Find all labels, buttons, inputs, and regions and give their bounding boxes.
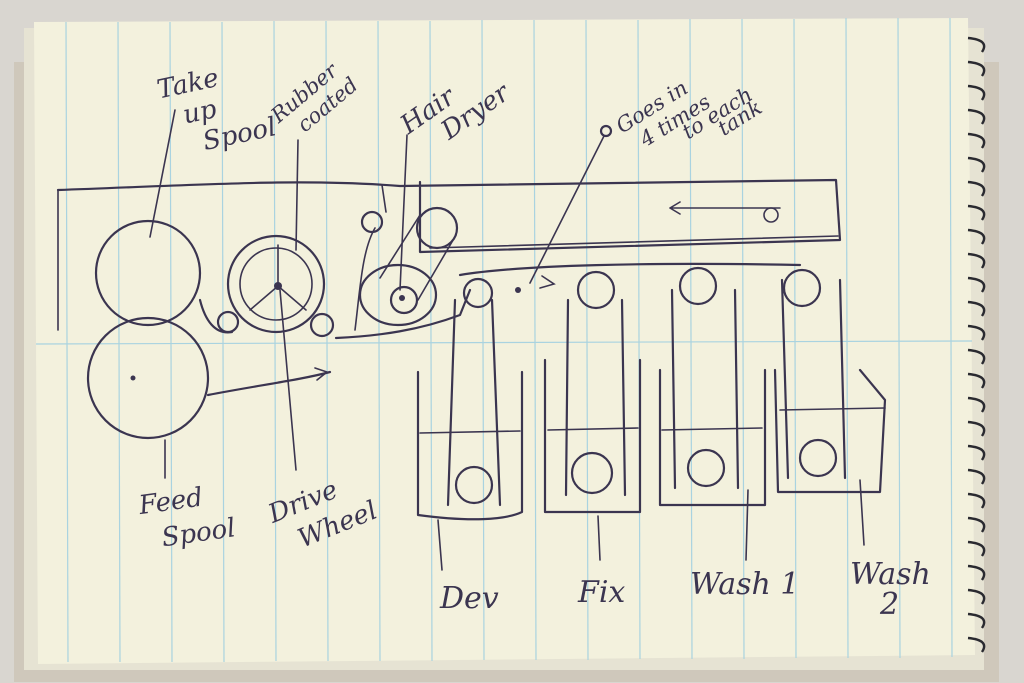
dryer-roller-top — [415, 206, 459, 250]
label-fix: Fix — [577, 575, 625, 610]
label-take-up-spool-line2: up — [180, 94, 219, 130]
leader-wash1 — [745, 489, 749, 561]
tank-wash2 — [773, 368, 887, 494]
take-up-film-path — [198, 298, 234, 334]
goes-in-leader — [529, 135, 605, 284]
wash1-roller-top — [678, 266, 718, 306]
tank-fix-loop — [564, 298, 627, 497]
tank-dev-fluid — [419, 430, 521, 434]
label-wash2: Wash 2 — [850, 557, 931, 622]
feed-spool-film-path — [206, 370, 332, 397]
label-wash2-line2: 2 — [879, 587, 899, 622]
tank-dev — [416, 370, 524, 521]
dryer-hood-inner — [429, 235, 839, 249]
spiral-binding — [967, 36, 986, 653]
leader-take-up — [149, 109, 176, 238]
dev-roller-top — [462, 277, 494, 309]
feed-spool-hub — [130, 375, 136, 381]
drive-wheel-inner — [239, 247, 313, 321]
feed-arrow — [314, 367, 329, 381]
tank-wash1 — [658, 368, 767, 507]
wash1-roller-bottom — [686, 448, 726, 488]
leader-drive — [279, 289, 297, 471]
guide-roller-2 — [309, 312, 335, 338]
tank-fix — [543, 358, 642, 514]
path-arrow — [539, 275, 556, 289]
fix-roller-bottom — [570, 451, 614, 495]
wash2-roller-top — [782, 268, 822, 308]
drive-wheel-spokes — [249, 244, 307, 311]
grid-lines — [35, 17, 973, 663]
notebook-page — [34, 18, 975, 664]
hood-connector — [354, 184, 387, 331]
leader-dev — [437, 519, 443, 571]
hood-roller — [763, 207, 779, 223]
dryer-roller-large-center — [399, 295, 405, 301]
tank-wash1-loop — [670, 288, 740, 490]
label-wash2-line1: Wash — [850, 557, 931, 592]
drive-wheel — [226, 234, 326, 334]
leader-hair-dryer — [399, 134, 408, 291]
entry-dot — [515, 287, 521, 293]
tank-wash2-loop — [780, 278, 847, 480]
label-dev: Dev — [439, 581, 499, 616]
dev-roller-bottom — [454, 465, 494, 505]
leader-rubber — [295, 139, 299, 251]
dryer-airflow-arrow — [669, 201, 781, 215]
dryer-roller-large — [358, 263, 438, 327]
dryer-hood-outline — [56, 178, 842, 254]
tank-dev-loop — [446, 298, 502, 507]
wash2-roller-bottom — [798, 438, 838, 478]
tank-wash1-fluid — [661, 427, 763, 431]
dryer-belt — [379, 214, 457, 301]
film-path-top — [458, 262, 802, 277]
tank-wash2-fluid — [779, 407, 886, 411]
leader-fix — [597, 515, 601, 561]
feed-spool — [86, 316, 210, 440]
leader-wash2 — [859, 479, 865, 546]
label-wash1: Wash 1 — [690, 567, 799, 602]
take-up-spool — [94, 219, 202, 327]
goes-in-dot — [599, 124, 613, 138]
dryer-roller-large-hub — [389, 285, 419, 315]
fix-roller-top — [576, 270, 616, 310]
